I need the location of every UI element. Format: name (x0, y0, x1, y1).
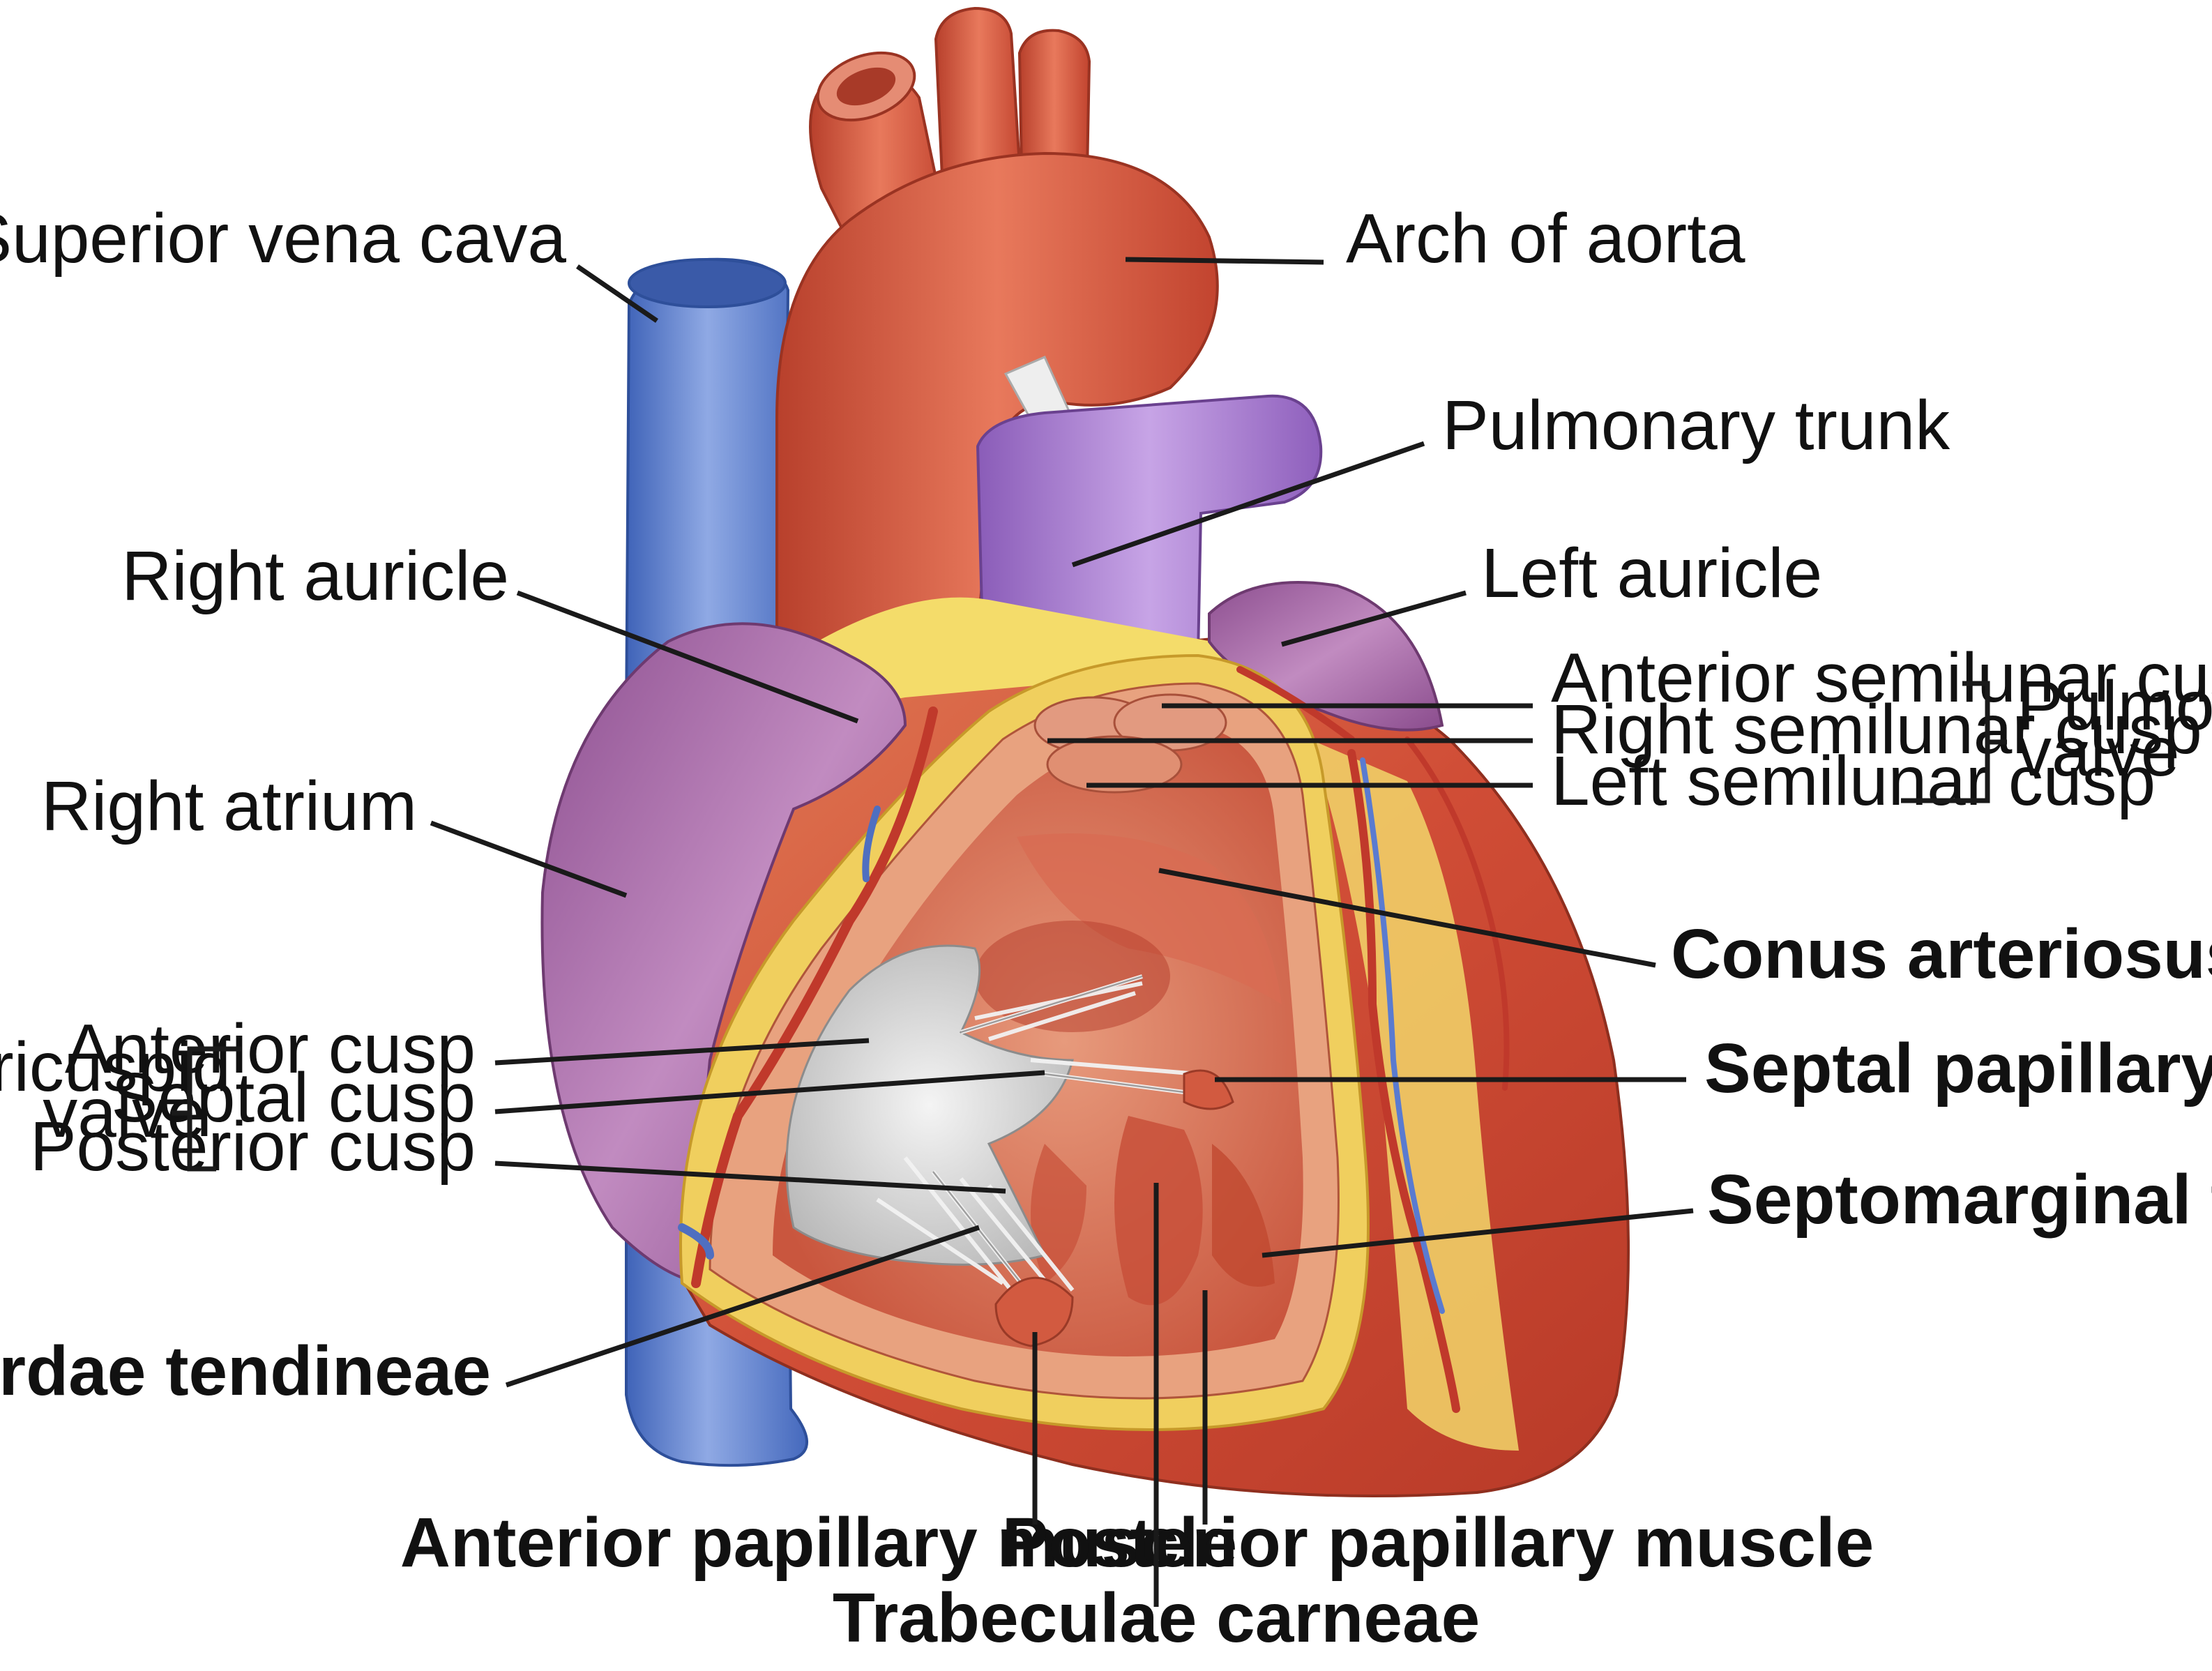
label-chordae-tendineae: Chordae tendineae (0, 1332, 491, 1410)
leader-conus-arteriosus (1158, 868, 1656, 968)
leader-anterior-cusp (494, 1038, 870, 1066)
pulmonary-trunk-shape (976, 394, 1323, 666)
leader-superior-vena-cava (576, 264, 658, 323)
label-anterior-cusp: Anterior cusp (65, 1010, 476, 1088)
label-right-semilunar-cusp: Right semilunar cusp (1551, 690, 2202, 769)
leader-septomarginal-trabecula (1262, 1208, 1694, 1258)
aortic-arch-shape (775, 6, 1219, 657)
heart-illustration (540, 6, 1630, 1497)
label-tricuspid-valve-line1: Tricuspid (0, 1028, 231, 1106)
label-arch-of-aorta: Arch of aorta (1346, 199, 1745, 278)
label-anterior-papillary-muscle: Anterior papillary muscle (400, 1504, 1237, 1582)
label-right-auricle: Right auricle (121, 537, 509, 615)
label-pulmonary-trunk: Pulmonary trunk (1442, 386, 1950, 464)
label-superior-vena-cava: Superior vena cava (0, 199, 566, 278)
leader-chordae-tendineae (505, 1225, 980, 1388)
leader-arch-of-aorta (1125, 257, 1324, 265)
leader-right-auricle (516, 590, 859, 724)
bracket-tricuspid-valve (172, 1046, 241, 1172)
labels: Superior vena cava Arch of aorta Pulmona… (0, 199, 2212, 1657)
leader-septal-cusp (494, 1070, 1045, 1114)
label-posterior-cusp: Posterior cusp (30, 1107, 476, 1186)
label-conus-arteriosus: Conus arteriosus (1671, 915, 2212, 993)
leader-posterior-cusp (494, 1160, 1006, 1194)
label-posterior-papillary-muscle: Posterior papillary muscle (1002, 1504, 1874, 1582)
label-right-atrium: Right atrium (41, 767, 417, 845)
label-anterior-semilunar-cusp: Anterior semilunar cusp (1551, 639, 2212, 717)
label-pulmonary-valve-line2: valve (2017, 713, 2179, 791)
label-left-auricle: Left auricle (1481, 534, 1822, 612)
label-septal-cusp: Septal cusp (111, 1059, 476, 1137)
leader-lines (430, 257, 1694, 1607)
label-left-semilunar-cusp: Left semilunar cusp (1551, 742, 2156, 820)
bracket-pulmonary-valve (1901, 681, 2007, 803)
leader-pulmonary-trunk (1071, 441, 1425, 568)
label-septomarginal-trabecula: Septomarginal trabecula (1707, 1160, 2212, 1239)
leader-right-atrium (430, 820, 628, 898)
leader-left-auricle (1281, 590, 1467, 647)
label-pulmonary-valve-line1: Pulmonary (2017, 667, 2212, 745)
label-septal-papillary-muscle: Septal papillary muscle (1704, 1029, 2212, 1107)
